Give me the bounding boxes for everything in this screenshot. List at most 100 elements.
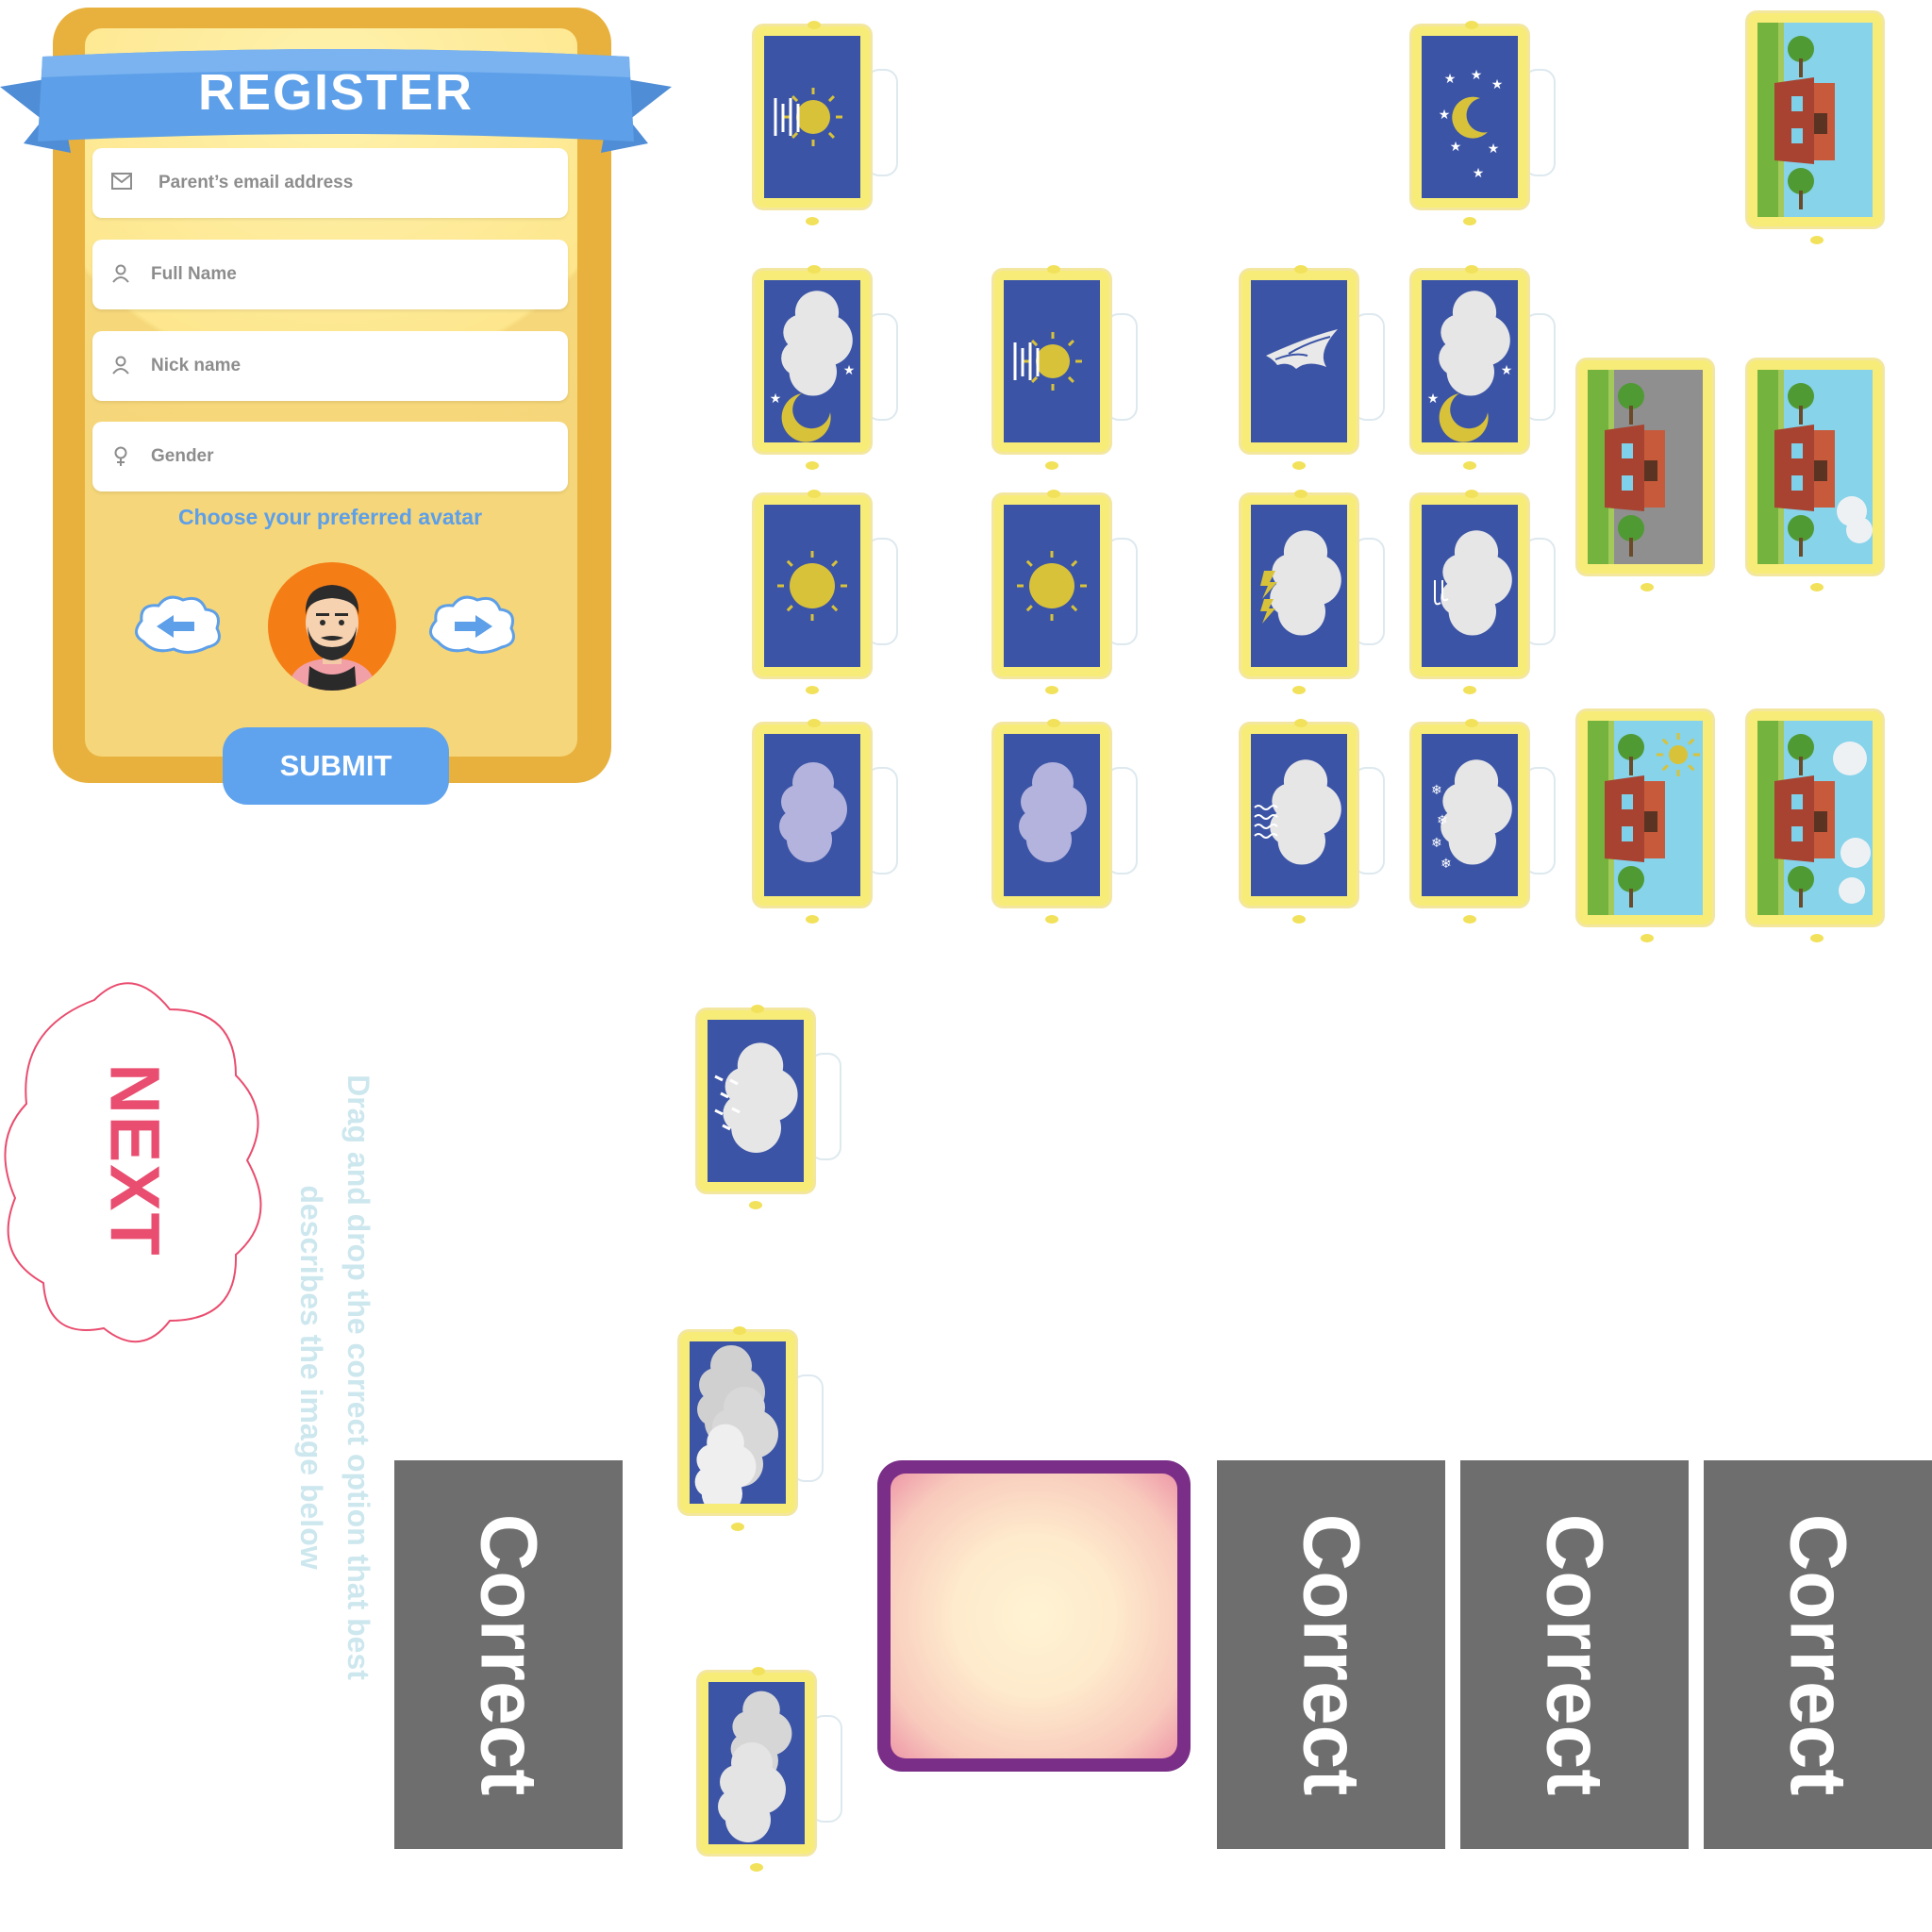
drop-zone-inner [891,1474,1177,1758]
weather-card[interactable] [994,490,1138,694]
frame-drip [808,490,821,498]
card-frame [994,271,1109,452]
weather-card[interactable] [1412,490,1556,694]
sun-icon [777,551,847,621]
full-name-placeholder: Full Name [151,264,237,284]
correct-label: Correct [464,1513,554,1796]
frame-drip [1465,265,1478,274]
scene-card[interactable] [1578,711,1718,942]
svg-text:❄: ❄ [1431,783,1442,798]
instruction-label: Drag and drop the correct option that be… [294,1074,375,1680]
full-name-field[interactable]: Full Name [92,240,568,309]
card-frame: ★★ [755,271,870,452]
card-face [708,1682,805,1844]
female-icon [114,446,127,466]
weather-card[interactable] [755,21,898,225]
arrow-left-icon [157,615,194,638]
svg-text:★: ★ [1473,166,1485,181]
frame-drip [808,21,821,29]
weather-card[interactable] [994,719,1138,924]
nick-name-placeholder: Nick name [151,356,242,375]
weather-card[interactable] [994,265,1138,470]
card-frame [994,724,1109,906]
house-stormy-scene [1588,370,1703,564]
weather-card[interactable] [755,719,898,924]
next-button[interactable]: NEXT [45,981,225,1340]
weather-card[interactable] [698,1005,841,1209]
card-shadow [1353,538,1385,645]
frame-drip [1463,461,1476,470]
weather-card[interactable]: ★★ [755,265,898,470]
weather-card[interactable] [1241,490,1385,694]
weather-card[interactable] [680,1326,824,1531]
scene-card[interactable] [1748,360,1888,591]
frame-drip [1047,490,1060,498]
thunderstorm-icon [1260,530,1341,636]
card-face [1757,370,1873,564]
avatar[interactable] [266,560,398,692]
frame-drip [806,686,819,694]
card-frame: ★★★★★★★ [1412,26,1527,208]
card-face [1004,280,1100,442]
frame-drip [1810,583,1824,591]
frame-drip [808,265,821,274]
frame-drip [806,217,819,225]
overcast-cloud-icon [779,762,847,862]
submit-button[interactable]: SUBMIT [223,727,449,805]
scene-card[interactable] [1748,13,1888,244]
svg-text:❄: ❄ [1431,836,1442,851]
card-frame [1241,495,1357,676]
weather-card[interactable]: ★★★★★★★ [1412,21,1556,225]
arrow-right-icon [455,615,492,638]
cloudy-icon [718,1690,792,1842]
card-frame [1748,360,1882,574]
weather-card[interactable]: ❄❄❄❄ [1412,719,1556,924]
svg-text:★: ★ [843,363,856,378]
scene-card[interactable] [1748,711,1888,942]
card-face [764,734,860,896]
card-face [764,36,860,198]
card-frame [1748,711,1882,924]
weather-card[interactable] [1241,719,1385,924]
svg-text:★: ★ [1450,140,1462,155]
cloud-moon-night-icon: ★★ [1427,291,1512,442]
weather-card[interactable]: ★★ [1412,265,1556,470]
card-shadow [810,1715,842,1823]
weather-card[interactable] [755,490,898,694]
next-button-cloud[interactable] [0,972,274,1354]
frame-drip [1294,265,1307,274]
svg-text:★: ★ [1444,72,1457,87]
card-frame: ❄❄❄❄ [1412,724,1527,906]
previous-avatar-button[interactable] [132,592,223,657]
next-avatar-button[interactable] [426,592,517,657]
drop-zone[interactable] [877,1460,1191,1772]
card-face [1588,721,1703,915]
gender-field[interactable]: Gender [92,422,568,491]
correct-label: Correct [1774,1513,1863,1796]
card-frame [994,495,1109,676]
frame-drip [1292,461,1306,470]
card-shadow [866,69,898,176]
svg-text:★: ★ [1488,142,1500,157]
card-shadow [1524,767,1556,874]
card-frame [755,495,870,676]
frame-drip [1641,934,1654,942]
scene-card[interactable] [1578,360,1718,591]
card-shadow [1524,313,1556,421]
card-shadow [866,313,898,421]
card-shadow [866,767,898,874]
frame-drip [1463,915,1476,924]
weather-card[interactable] [1241,265,1385,470]
nick-name-field[interactable]: Nick name [92,331,568,401]
card-face [1004,734,1100,896]
haze-sun-icon [774,88,842,146]
card-face [1004,505,1100,667]
windy-cloud-icon [1434,530,1512,636]
card-frame [755,26,870,208]
weather-card[interactable] [699,1667,842,1872]
card-frame [1578,360,1712,574]
parent-email-field[interactable]: Parent’s email address [92,148,568,218]
card-face [708,1020,804,1182]
register-title: REGISTER [197,64,475,121]
card-face [1757,23,1873,217]
